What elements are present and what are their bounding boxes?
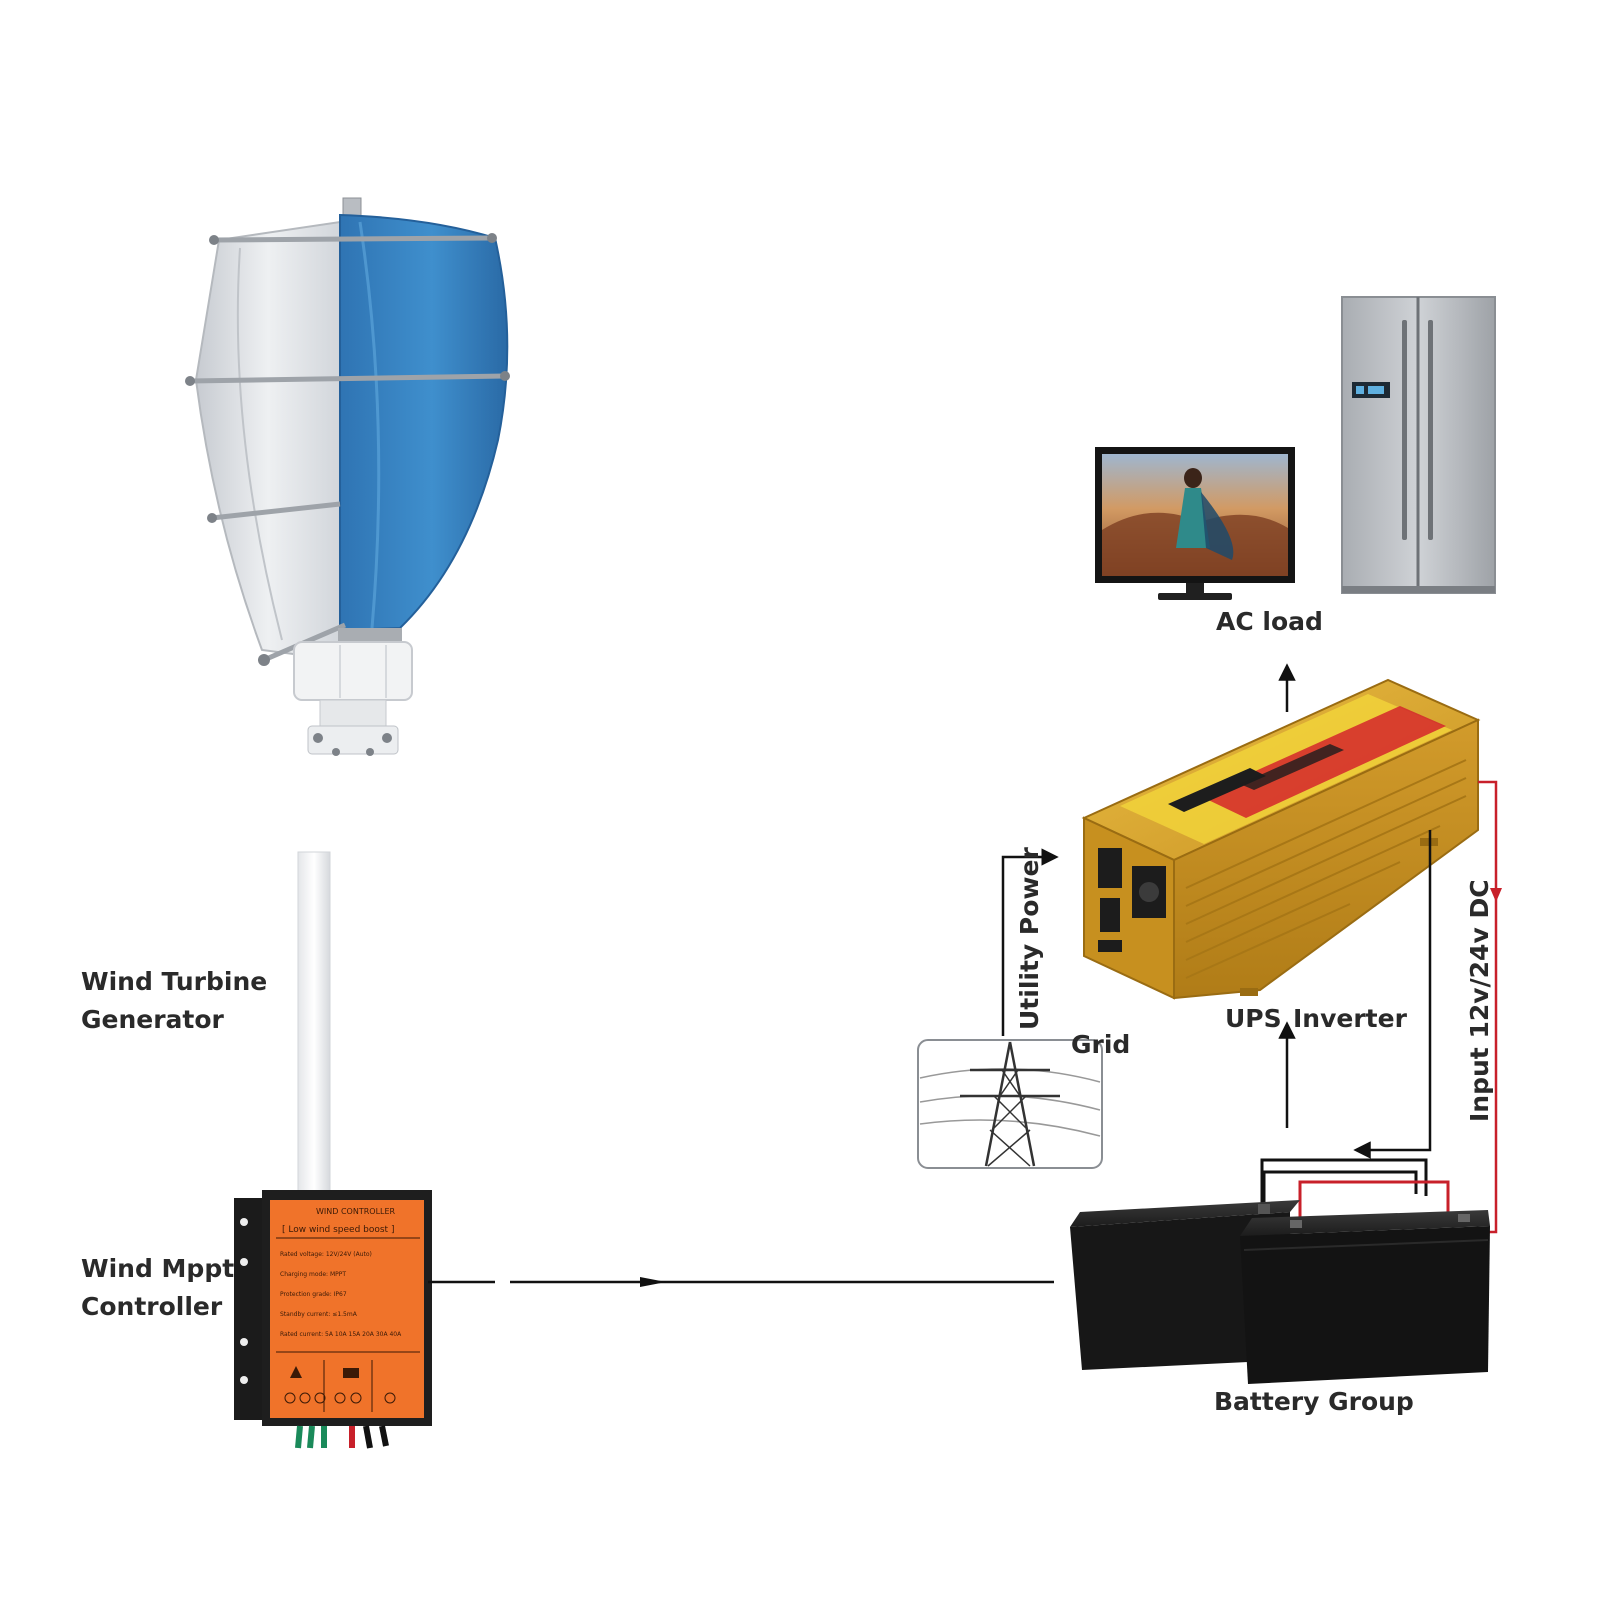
ac-load-label: AC load <box>1216 607 1323 636</box>
input-dc-label: Input 12v/24v DC <box>1465 879 1494 1122</box>
controller-label-line1: Wind Mppt <box>81 1254 235 1283</box>
inverter-label: Inverter <box>1293 1004 1407 1033</box>
battery-link-red <box>1298 1180 1450 1226</box>
power-pylon-icon <box>917 1039 1103 1169</box>
grid-label: Grid <box>1071 1030 1131 1059</box>
utility-power-label: Utility Power <box>1015 847 1044 1030</box>
wind-turbine-label: Wind Turbine Generator <box>81 963 267 1039</box>
controller-panel-line: Standby current: ≤1.5mA <box>280 1311 358 1318</box>
controller-label: Wind Mppt Controller <box>81 1250 234 1326</box>
wind-turbine-icon <box>185 197 510 756</box>
dc-flow-arrow-icon <box>1490 888 1502 902</box>
mppt-controller-icon <box>234 1190 432 1449</box>
utility-power-wire <box>1001 848 1059 1036</box>
controller-panel-title: WIND CONTROLLER <box>316 1207 396 1216</box>
ups-inverter-icon <box>1081 678 1481 1000</box>
controller-panel-line: Rated voltage: 12V/24V (Auto) <box>280 1251 372 1258</box>
controller-panel-line: Protection grade: IP67 <box>280 1291 347 1298</box>
wind-turbine-label-line2: Generator <box>81 1005 224 1034</box>
battery-icon <box>1070 1200 1490 1384</box>
controller-panel-line: Charging mode: MPPT <box>280 1271 346 1278</box>
monitor-icon <box>1095 447 1295 600</box>
battery-link-black <box>1260 1158 1428 1216</box>
refrigerator-icon <box>1341 296 1496 594</box>
controller-panel-subtitle: [ Low wind speed boost ] <box>282 1225 394 1235</box>
controller-panel-line: Rated current: 5A 10A 15A 20A 30A 40A <box>280 1331 402 1338</box>
turbine-pole <box>297 851 331 1197</box>
controller-label-line2: Controller <box>81 1292 223 1321</box>
battery-group-label: Battery Group <box>1214 1387 1414 1416</box>
ups-label: UPS <box>1225 1004 1282 1033</box>
wind-turbine-label-line1: Wind Turbine <box>81 967 268 996</box>
inverter-negative-wire <box>1353 830 1432 1159</box>
charge-arrow-icon <box>640 1277 666 1287</box>
